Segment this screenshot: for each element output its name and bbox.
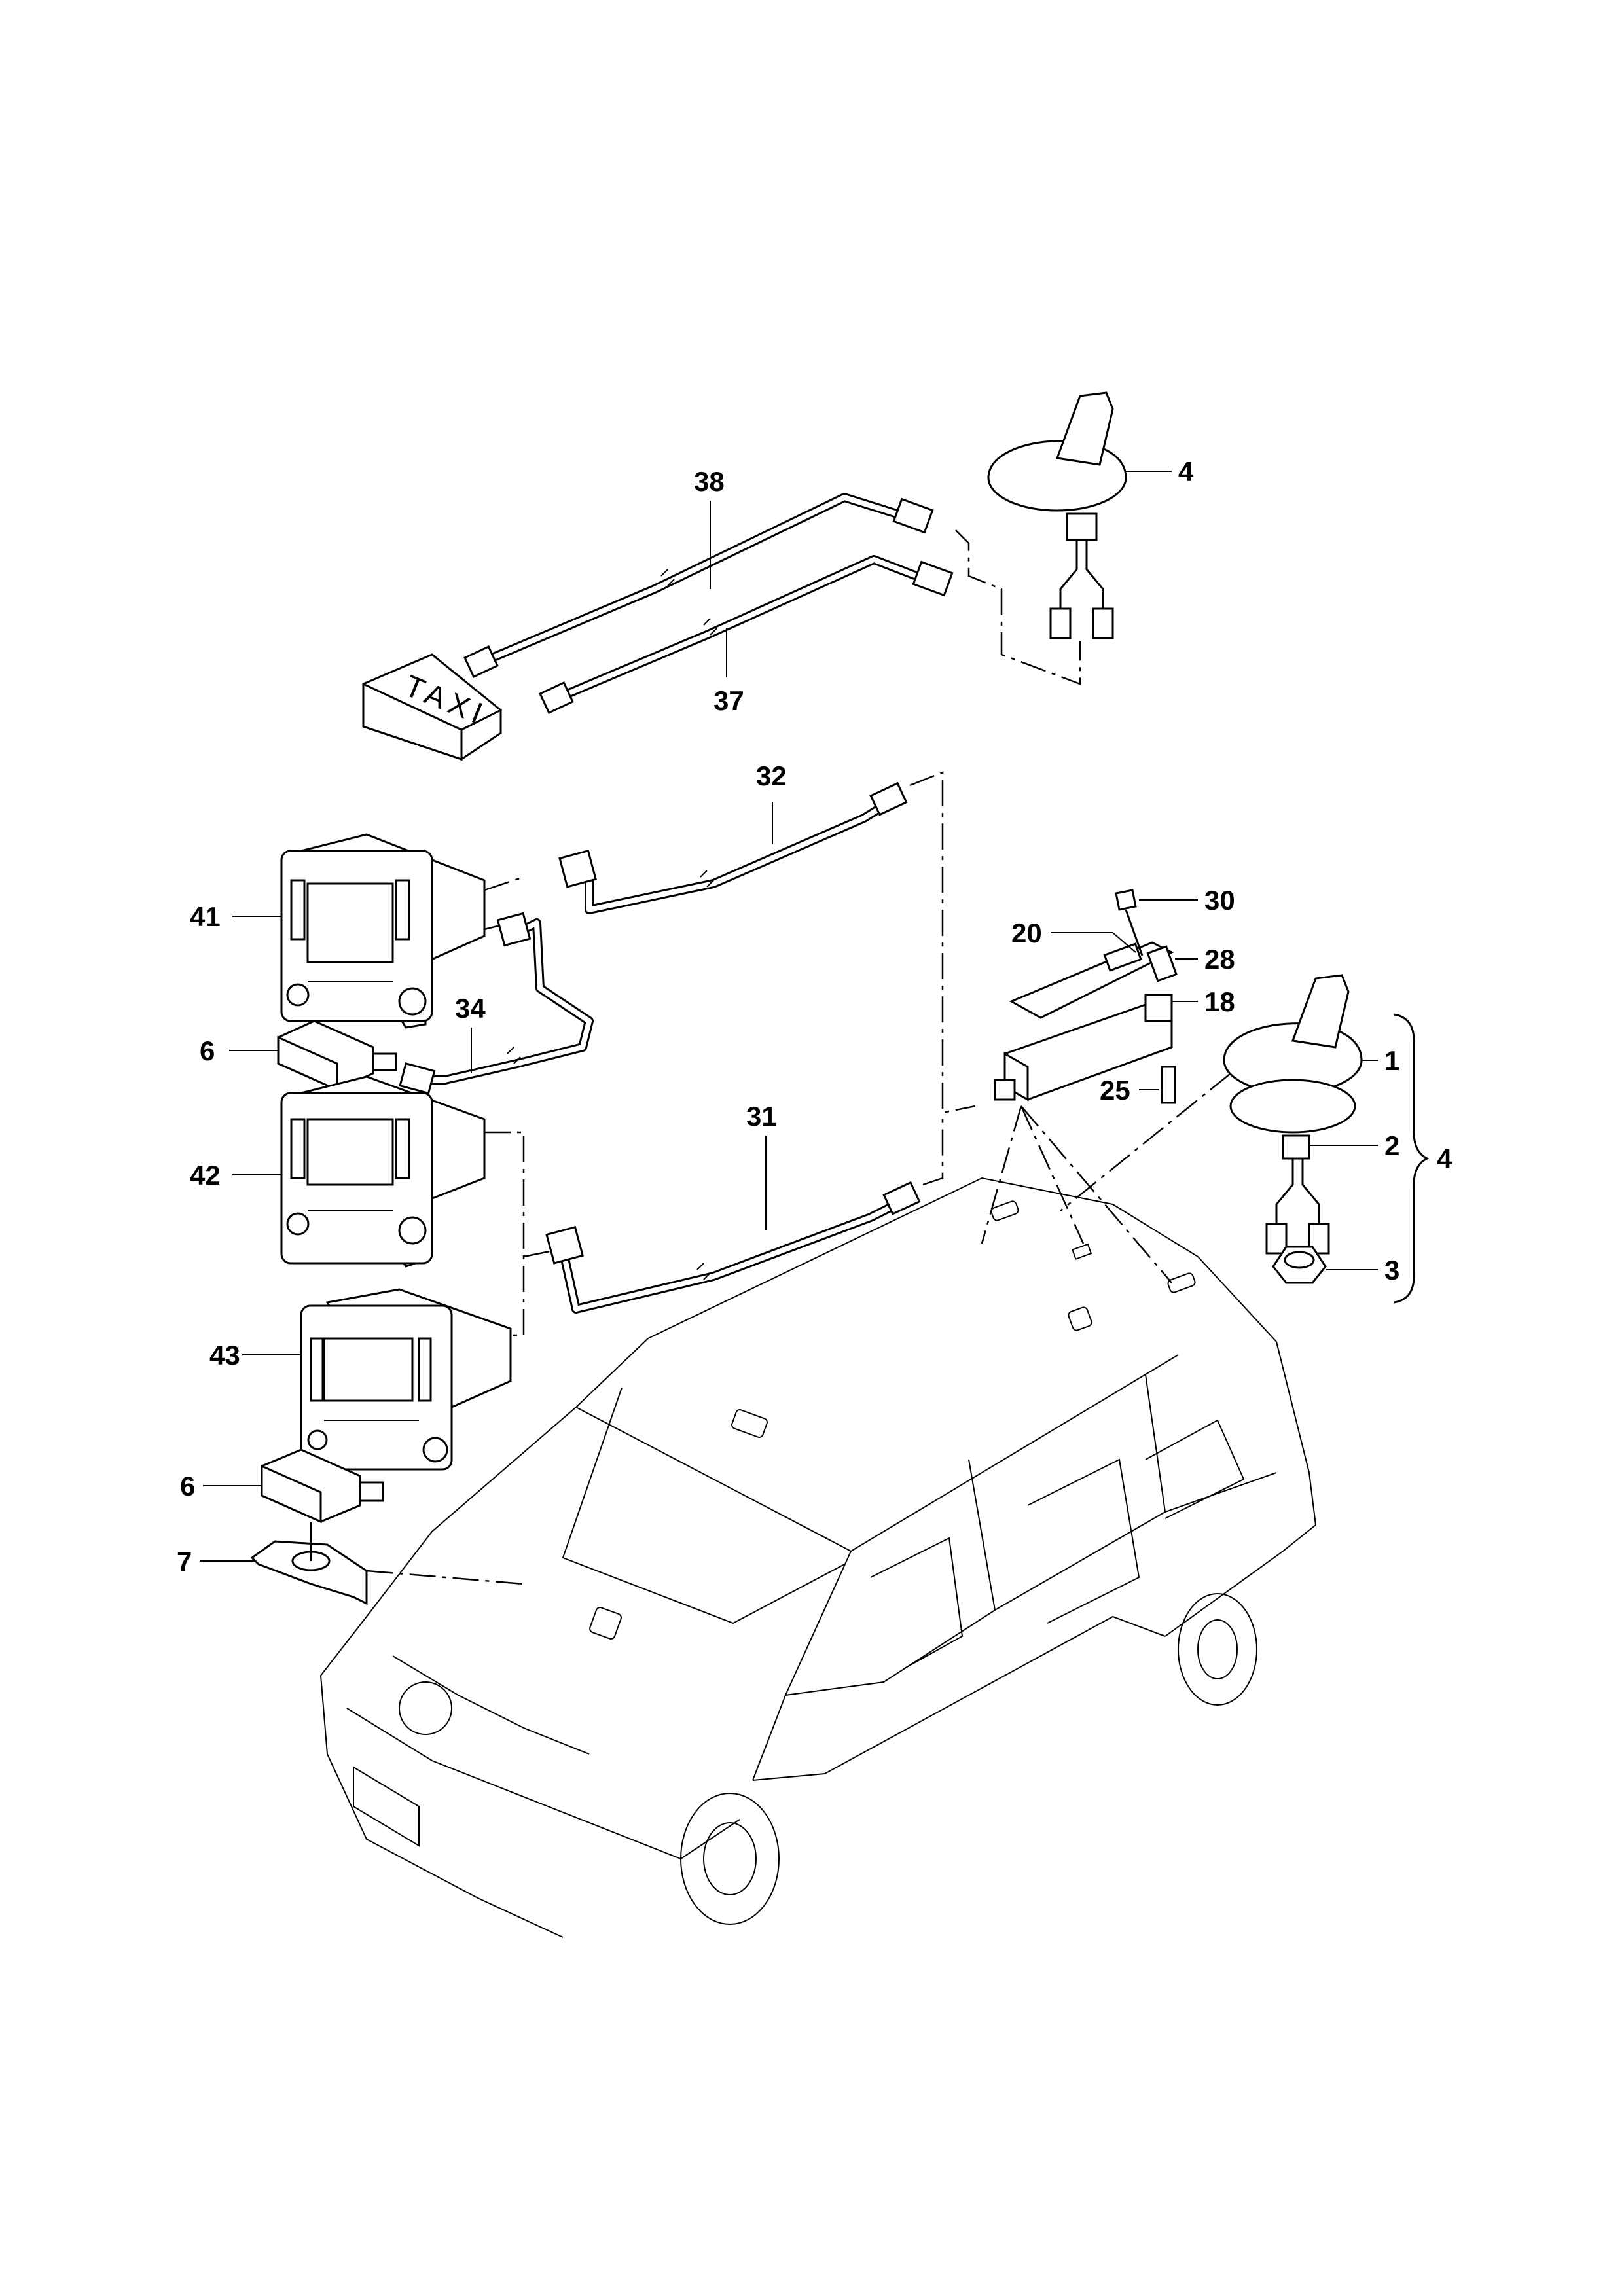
gasket-2 (1229, 1079, 1356, 1255)
screw-28 (1146, 945, 1178, 982)
module-6-top (277, 1020, 397, 1092)
screw-30 (1115, 889, 1144, 956)
cable-38 (463, 493, 934, 678)
callout-38: 38 (694, 466, 725, 497)
screw-25 (1161, 1066, 1176, 1104)
bracket-20 (1009, 941, 1174, 1019)
callout-28: 28 (1204, 944, 1235, 975)
cable-32 (558, 781, 908, 914)
roof-antenna-side (1223, 974, 1363, 1094)
nut-3 (1272, 1246, 1327, 1284)
callout-31: 31 (746, 1101, 777, 1132)
callout-7: 7 (177, 1546, 192, 1577)
callout-2: 2 (1384, 1130, 1399, 1161)
callout-4-kit: 4 (1437, 1143, 1453, 1174)
vehicle-outline (319, 1177, 1317, 1938)
callout-1: 1 (1384, 1045, 1399, 1076)
radio-41 (280, 833, 486, 1029)
callout-37: 37 (713, 685, 744, 716)
callout-6-top: 6 (200, 1035, 215, 1066)
bracket-7 (250, 1522, 368, 1605)
radio-42 (280, 1075, 486, 1268)
callout-6-bottom: 6 (180, 1471, 195, 1501)
callout-43: 43 (209, 1340, 240, 1371)
radio-43 (300, 1288, 512, 1471)
callout-3: 3 (1384, 1255, 1399, 1285)
callout-41: 41 (190, 901, 221, 932)
callout-25: 25 (1100, 1075, 1130, 1105)
callout-42: 42 (190, 1160, 221, 1191)
callout-34: 34 (455, 993, 486, 1024)
callout-32: 32 (756, 761, 787, 791)
callout-30: 30 (1204, 885, 1235, 916)
callout-18: 18 (1204, 986, 1235, 1017)
cable-37 (539, 555, 954, 714)
callout-4-top: 4 (1178, 456, 1194, 487)
callout-20: 20 (1011, 918, 1042, 948)
roof-antenna-top (987, 391, 1127, 639)
amplifier-18 (994, 994, 1173, 1102)
cable-31 (545, 1181, 921, 1314)
cable-34 (399, 912, 594, 1095)
